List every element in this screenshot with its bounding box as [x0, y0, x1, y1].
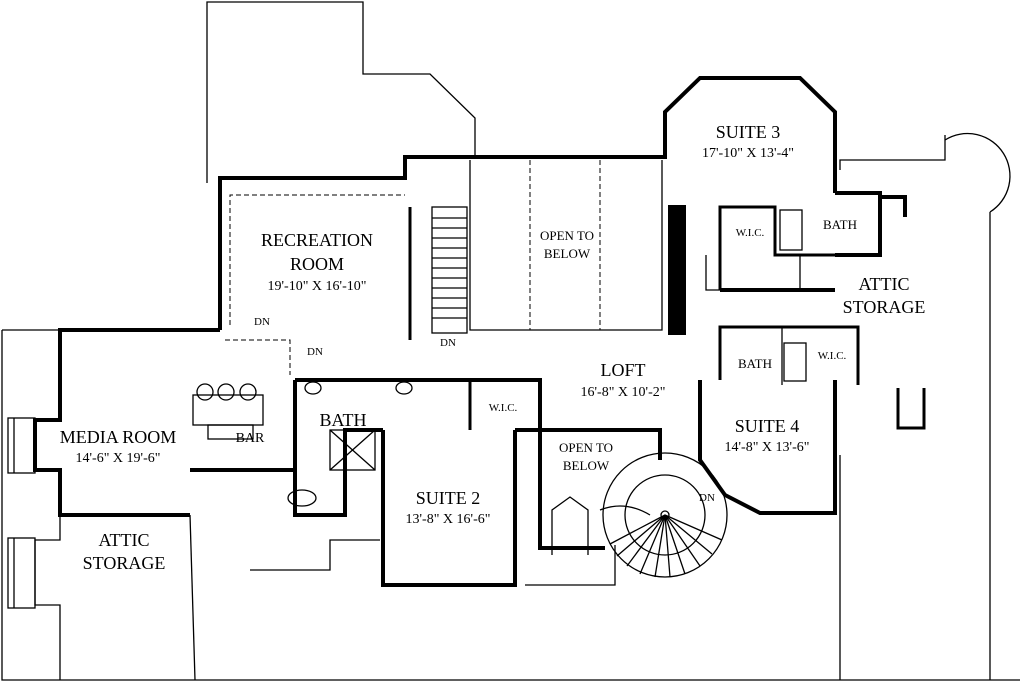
loft-label: LOFT: [601, 360, 646, 380]
bath-left-label: BATH: [319, 410, 366, 430]
dn-rec2-label: DN: [307, 346, 323, 358]
loft-dims: 16'-8" X 10'-2": [581, 385, 666, 400]
bar-label: BAR: [236, 431, 265, 446]
open-below-mid-label-1: OPEN TO: [559, 440, 613, 455]
wic-suite-3-label: W.I.C.: [736, 227, 765, 239]
suite-2-label: SUITE 2: [416, 488, 481, 508]
suite-3-dims: 17'-10" X 13'-4": [702, 146, 794, 161]
attic-storage-right-label-2: STORAGE: [843, 297, 926, 317]
bath-suite-4-label: BATH: [738, 356, 772, 371]
room-labels: RECREATION ROOM 19'-10" X 16'-10" MEDIA …: [60, 122, 926, 573]
dn-rec-label: DN: [254, 316, 270, 328]
dn-spiral-label: DN: [699, 492, 715, 504]
open-below-top-label-2: BELOW: [544, 246, 591, 261]
suite-2-dims: 13'-8" X 16'-6": [406, 512, 491, 527]
media-room-label: MEDIA ROOM: [60, 427, 177, 447]
attic-storage-left-label-2: STORAGE: [83, 553, 166, 573]
recreation-room-label-1: RECREATION: [261, 230, 373, 250]
open-below-mid-label-2: BELOW: [563, 458, 610, 473]
dn-main-stair-label: DN: [440, 337, 456, 349]
wic-suite-4-label: W.I.C.: [818, 350, 847, 362]
interior-walls: [192, 160, 860, 578]
stair-labels: DN DN DN DN: [254, 316, 715, 504]
attic-storage-left-label-1: ATTIC: [99, 530, 150, 550]
attic-storage-right-label-1: ATTIC: [859, 274, 910, 294]
recreation-room-dims: 19'-10" X 16'-10": [268, 279, 367, 294]
wic-suite-2-label: W.I.C.: [489, 402, 518, 414]
suite-4-dims: 14'-8" X 13'-6": [725, 440, 810, 455]
main-stair-treads: [432, 217, 467, 319]
spiral-stair-treads: [609, 514, 723, 578]
suite-3-label: SUITE 3: [716, 122, 781, 142]
suite-4-label: SUITE 4: [735, 416, 800, 436]
media-room-dims: 14'-6" X 19'-6": [76, 451, 161, 466]
recreation-room-label-2: ROOM: [290, 254, 344, 274]
exterior-walls: [7, 76, 907, 681]
bath-suite-3-label: BATH: [823, 217, 857, 232]
open-below-top-label-1: OPEN TO: [540, 228, 594, 243]
